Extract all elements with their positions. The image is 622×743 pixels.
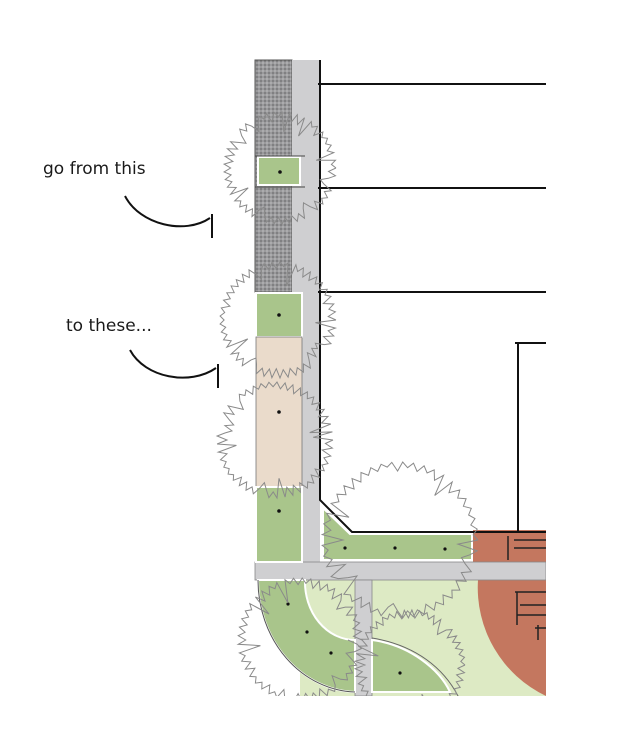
plaza-furniture <box>507 536 546 640</box>
brick-strip <box>473 530 546 562</box>
sidewalk-horizontal <box>254 561 546 581</box>
tree-points <box>277 170 447 675</box>
planter-existing <box>257 156 301 186</box>
building-outline <box>318 60 546 533</box>
tree-canopy <box>320 461 479 619</box>
before-label: go from this <box>43 159 146 179</box>
tree-canopies <box>215 110 479 696</box>
arrow-after <box>129 349 219 388</box>
tree-canopy <box>219 261 338 380</box>
arrow-before <box>124 195 213 238</box>
tree-canopy <box>215 381 334 500</box>
brick-plaza <box>477 580 546 696</box>
tree-canopy <box>222 110 337 226</box>
planter-lens <box>371 638 452 693</box>
planter-3 <box>322 505 473 561</box>
tree-canopy <box>353 608 466 696</box>
tree-canopy <box>236 577 363 696</box>
after-label: to these... <box>66 316 152 336</box>
planter-2 <box>255 486 303 563</box>
sidewalk-vertical-lower <box>302 292 320 564</box>
